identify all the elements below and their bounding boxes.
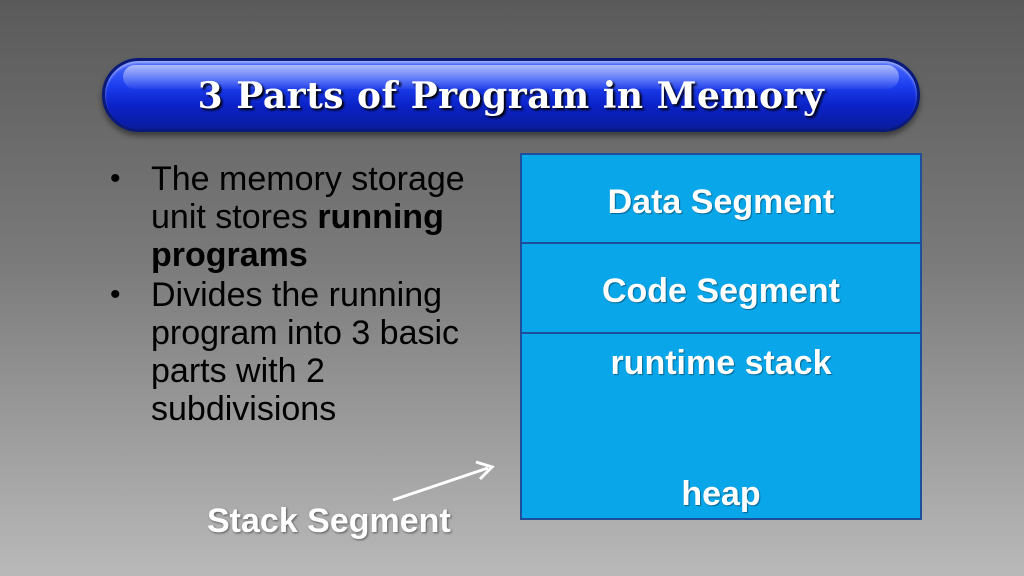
title-bar: 3 Parts of Program in Memory [102, 58, 920, 132]
runtime-stack: runtime stack [610, 344, 832, 382]
stack-segment-label: Stack Segment [207, 502, 451, 540]
heap: heap [681, 475, 761, 513]
code-segment: Code Segment [522, 244, 920, 334]
bullet-text: Divides the running program into 3 basic… [151, 276, 460, 428]
bullet-item: • Divides the running program into 3 bas… [110, 276, 500, 428]
slide-title: 3 Parts of Program in Memory [197, 75, 825, 117]
bullet-item: • The memory storage unit stores running… [110, 160, 500, 274]
data-segment: Data Segment [522, 155, 920, 244]
bullet-list: • The memory storage unit stores running… [110, 160, 500, 430]
bullet-bold-text: running programs [151, 198, 444, 274]
memory-diagram: Data Segment Code Segment runtime stack … [520, 153, 922, 520]
bullet-dot-icon: • [110, 278, 121, 311]
bullet-text: The memory storage unit stores [151, 160, 465, 236]
bullet-dot-icon: • [110, 162, 121, 195]
